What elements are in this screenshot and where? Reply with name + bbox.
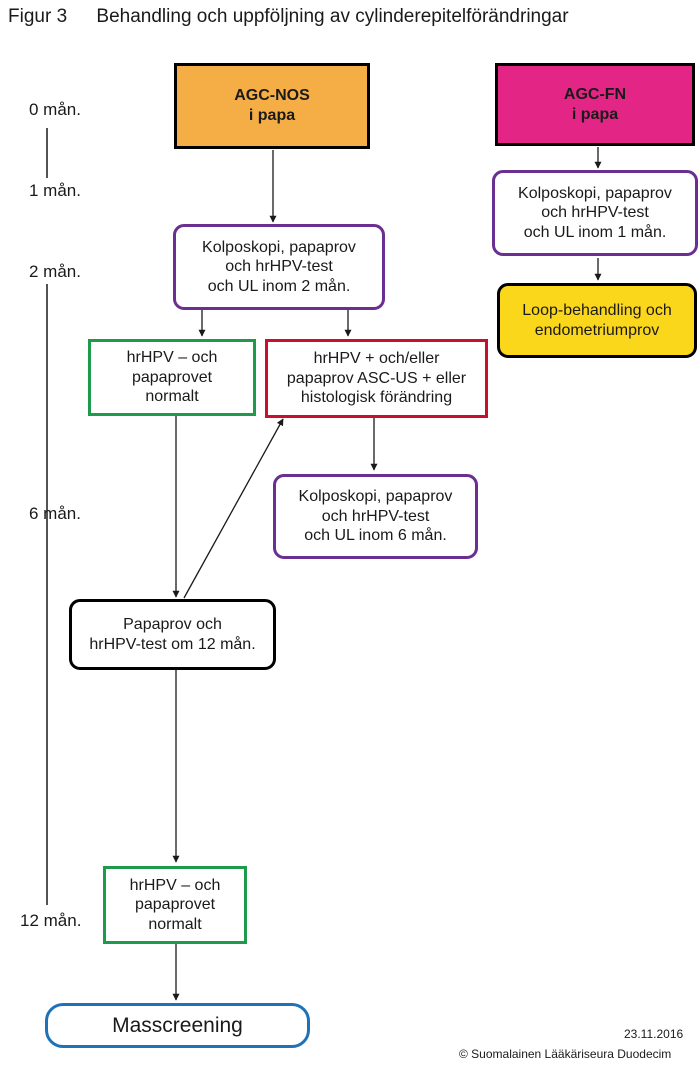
box-line: och hrHPV-test xyxy=(541,204,649,222)
box-line: endometriumprov xyxy=(534,321,660,339)
agc-nos-box: AGC-NOS i papa xyxy=(174,63,370,149)
box-line: Loop-behandling och xyxy=(522,301,672,319)
box-line: Masscreening xyxy=(112,1013,243,1037)
box-line: hrHPV – och xyxy=(126,349,218,367)
box-line: papaprovet xyxy=(131,368,213,386)
masscreening-box: Masscreening xyxy=(45,1003,310,1048)
agc-fn-box: AGC-FN i papa xyxy=(495,63,695,146)
box-line: normalt xyxy=(145,388,199,406)
box-line: hrHPV – och xyxy=(129,876,221,894)
box-line: och UL inom 6 mån. xyxy=(304,527,447,545)
loop-box: Loop-behandling och endometriumprov xyxy=(497,283,697,358)
papaprov-12-box: Papaprov och hrHPV-test om 12 mån. xyxy=(69,599,276,670)
timeline-label-2: 2 mån. xyxy=(29,262,81,281)
box-line: papaprov ASC-US + eller xyxy=(286,369,467,387)
box-line: och UL inom 1 mån. xyxy=(523,223,667,241)
box-line: Papaprov och xyxy=(123,615,222,633)
box-line: AGC-FN xyxy=(563,85,627,103)
box-line: papaprovet xyxy=(134,896,216,914)
box-line: Kolposkopi, papaprov xyxy=(298,488,453,506)
box-line: normalt xyxy=(148,915,202,933)
figure-heading: Behandling och uppföljning av cylinderep… xyxy=(96,6,569,27)
timeline-label-12: 12 mån. xyxy=(20,911,82,930)
box-line: hrHPV-test om 12 mån. xyxy=(89,635,256,653)
box-line: hrHPV + och/eller xyxy=(313,350,440,368)
footer-date: 23.11.2016 xyxy=(624,1027,684,1041)
figure-number: Figur 3 xyxy=(8,6,68,27)
box-line: och hrHPV-test xyxy=(225,258,333,276)
figure-title: Figur 3 Behandling och uppföljning av cy… xyxy=(8,6,569,28)
box-line: och hrHPV-test xyxy=(321,507,430,525)
box-line: i papa xyxy=(571,105,619,123)
box-line: Kolposkopi, papaprov xyxy=(202,238,356,256)
box-line: AGC-NOS xyxy=(234,87,310,105)
footer-copyright: © Suomalainen Lääkäriseura Duodecim xyxy=(459,1047,672,1061)
timeline-label-0: 0 mån. xyxy=(29,100,81,119)
box-line: histologisk förändring xyxy=(300,389,453,407)
box-line: Kolposkopi, papaprov xyxy=(518,184,672,202)
box-line: och UL inom 2 mån. xyxy=(207,277,351,295)
timeline-label-1: 1 mån. xyxy=(29,181,81,200)
timeline-label-6: 6 mån. xyxy=(29,504,81,523)
box-line: i papa xyxy=(248,107,296,124)
arrow-papaprov12-to-positive xyxy=(183,418,284,599)
